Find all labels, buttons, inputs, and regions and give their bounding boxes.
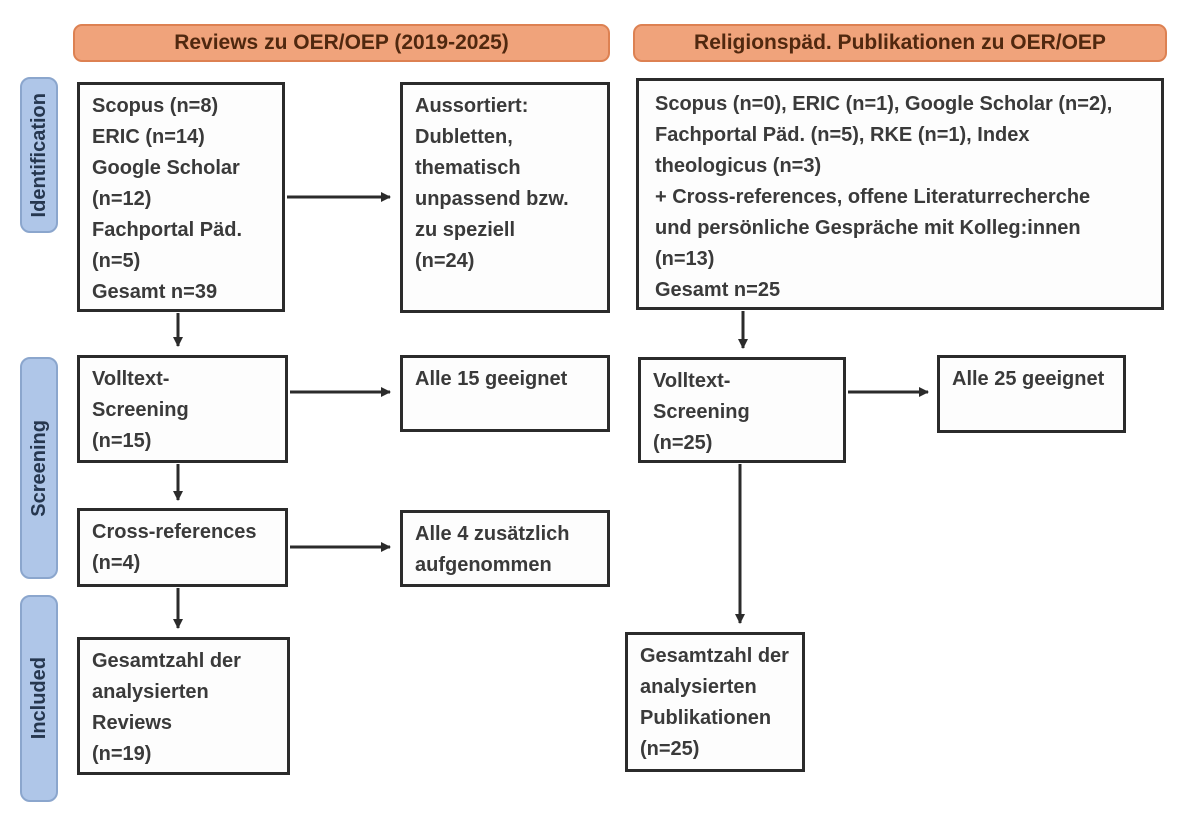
box-left-crossreferences: Cross-references (n=4)	[77, 508, 288, 587]
box-left-fulltext-screening: Volltext- Screening (n=15)	[77, 355, 288, 463]
column-header-religionspaed: Religionspäd. Publikationen zu OER/OEP	[633, 24, 1167, 62]
box-left-included-total: Gesamtzahl der analysierten Reviews (n=1…	[77, 637, 290, 775]
stage-label-screening: Screening	[20, 357, 58, 579]
box-left-crossreferences-result: Alle 4 zusätzlich aufgenommen	[400, 510, 610, 587]
stage-label-included: Included	[20, 595, 58, 802]
box-left-excluded: Aussortiert: Dubletten, thematisch unpas…	[400, 82, 610, 313]
stage-label-included-text: Included	[27, 657, 50, 740]
stage-label-screening-text: Screening	[27, 419, 50, 517]
box-left-identification-sources: Scopus (n=8) ERIC (n=14) Google Scholar …	[77, 82, 285, 312]
column-header-reviews: Reviews zu OER/OEP (2019-2025)	[73, 24, 610, 62]
box-right-fulltext-result: Alle 25 geeignet	[937, 355, 1126, 433]
box-right-identification-sources: Scopus (n=0), ERIC (n=1), Google Scholar…	[636, 78, 1164, 310]
stage-label-identification-text: Identification	[27, 92, 50, 218]
box-left-fulltext-result: Alle 15 geeignet	[400, 355, 610, 432]
box-right-fulltext-screening: Volltext- Screening (n=25)	[638, 357, 846, 463]
box-right-included-total: Gesamtzahl der analysierten Publikatione…	[625, 632, 805, 772]
stage-label-identification: Identification	[20, 77, 58, 233]
